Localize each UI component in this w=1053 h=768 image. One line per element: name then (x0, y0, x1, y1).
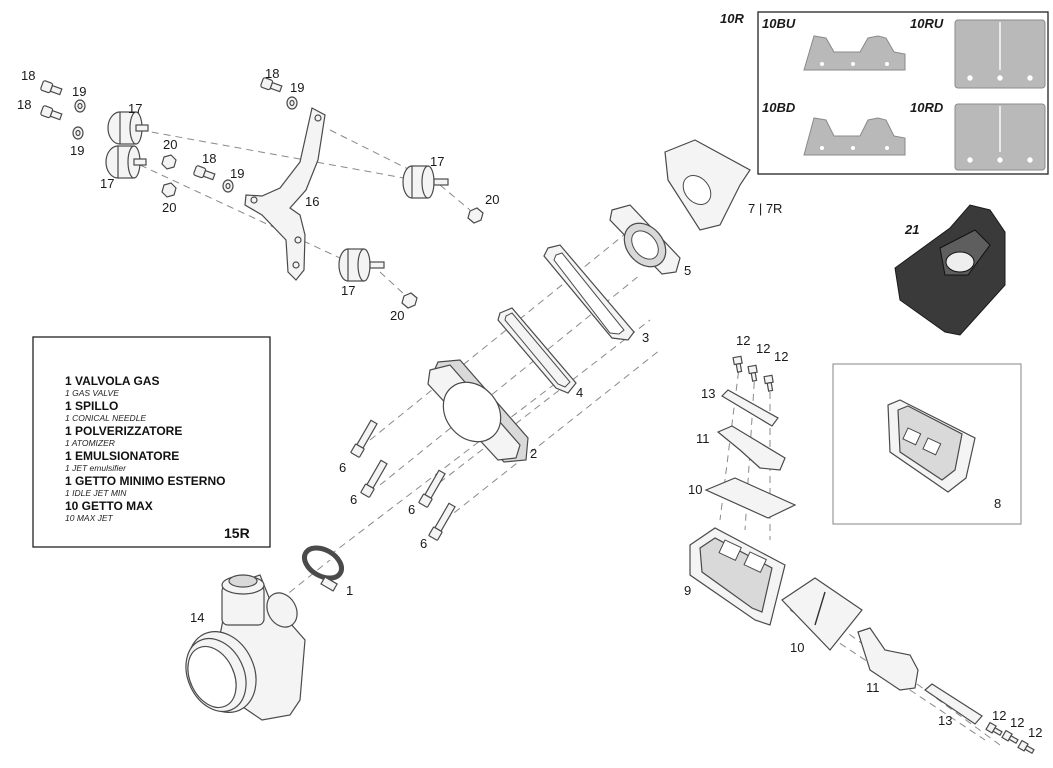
variant-10ru-details (967, 22, 1033, 81)
callout-21: 21 (904, 222, 919, 237)
callout-18: 18 (21, 68, 35, 83)
callout-20: 20 (162, 200, 176, 215)
legend-item-sub: 10 MAX JET (65, 513, 114, 523)
legend-item-main: 10 GETTO MAX (65, 499, 153, 513)
callout-13: 13 (701, 386, 715, 401)
legend-item-sub: 1 ATOMIZER (65, 438, 115, 448)
callout-17: 17 (341, 283, 355, 298)
callout-16: 16 (305, 194, 319, 209)
petal-stopper-11-top (716, 425, 786, 471)
callout-11: 11 (866, 680, 880, 695)
legend-item-main: 1 SPILLO (65, 399, 118, 413)
callout-6: 6 (408, 502, 415, 517)
petal-stopper-11-bottom (857, 627, 919, 691)
legend-item-main: 1 POLVERIZZATORE (65, 424, 182, 438)
reed-block-9 (689, 527, 786, 626)
callout-12: 12 (1028, 725, 1042, 740)
variant-10bd-holes (820, 146, 889, 150)
callout-7-7r: 7 | 7R (748, 201, 782, 216)
legend-item-main: 1 VALVOLA GAS (65, 374, 159, 388)
legend-item-sub: 1 CONICAL NEEDLE (65, 413, 146, 423)
callout-17: 17 (430, 154, 444, 169)
callout-19: 19 (70, 143, 84, 158)
callout-20: 20 (390, 308, 404, 323)
carburettor-14 (185, 574, 306, 721)
callout-18: 18 (17, 97, 31, 112)
gasket-4 (497, 307, 577, 394)
bracket-16 (244, 107, 326, 281)
legend-item-main: 1 EMULSIONATORE (65, 449, 179, 463)
variant-label-10rd: 10RD (910, 100, 944, 115)
callout-11: 11 (696, 431, 710, 446)
variants-box-label: 10R (720, 11, 744, 26)
variant-10bd-shape (803, 117, 906, 156)
callout-13: 13 (938, 713, 952, 728)
variant-10bu-holes (820, 62, 889, 66)
reed-block-8 (887, 399, 976, 493)
washer-19-group (72, 96, 298, 193)
callout-20: 20 (485, 192, 499, 207)
callout-20: 20 (163, 137, 177, 152)
callout-18: 18 (202, 151, 216, 166)
callout-12: 12 (1010, 715, 1024, 730)
variant-label-10ru: 10RU (910, 16, 944, 31)
intake-flange-2 (427, 359, 529, 463)
legend-item-sub: 1 JET emulsifier (65, 463, 127, 473)
callout-17: 17 (128, 101, 142, 116)
callout-2: 2 (530, 446, 537, 461)
callout-10: 10 (790, 640, 804, 655)
legend-item-sub: 1 GAS VALVE (65, 388, 119, 398)
callout-12: 12 (756, 341, 770, 356)
reed-cover-7 (664, 139, 751, 231)
callout-6: 6 (420, 536, 427, 551)
bolt-18-group (40, 77, 283, 181)
adapter-5 (609, 204, 681, 275)
legend-box (32, 336, 271, 548)
callout-labels: 18 18 19 19 17 17 20 20 18 19 18 19 16 1… (17, 66, 1042, 740)
variant-10rd-details (967, 106, 1033, 163)
callout-5: 5 (684, 263, 691, 278)
callout-19: 19 (72, 84, 86, 99)
rubber-mount-17-group (105, 111, 449, 282)
callout-12: 12 (992, 708, 1006, 723)
legend-item-sub: 1 IDLE JET MIN (65, 488, 127, 498)
stopper-plate-13-bottom (924, 683, 983, 725)
callout-19: 19 (230, 166, 244, 181)
legend-code: 15R (224, 525, 250, 541)
callout-12: 12 (736, 333, 750, 348)
variant-label-10bu: 10BU (762, 16, 796, 31)
reed-cover-21 (894, 204, 1006, 336)
screw-6-group (350, 419, 456, 541)
callout-17: 17 (100, 176, 114, 191)
callout-19: 19 (290, 80, 304, 95)
legend-lines: 1 VALVOLA GAS 1 GAS VALVE 1 SPILLO 1 CON… (65, 374, 225, 523)
callout-6: 6 (350, 492, 357, 507)
callout-8: 8 (994, 496, 1001, 511)
stopper-plate-13-top (721, 389, 779, 427)
callout-1: 1 (346, 583, 353, 598)
callout-9: 9 (684, 583, 691, 598)
callout-18: 18 (265, 66, 279, 81)
clamp-1 (302, 545, 344, 592)
reed-petal-10-bottom (781, 577, 863, 651)
callout-14: 14 (190, 610, 204, 625)
callout-6: 6 (339, 460, 346, 475)
callout-12: 12 (774, 349, 788, 364)
nut-20-group (161, 154, 484, 309)
reed-petal-10-top (704, 477, 797, 519)
screw-12-group (732, 355, 1035, 755)
legend-item-main: 1 GETTO MINIMO ESTERNO (65, 474, 225, 488)
callout-10: 10 (688, 482, 702, 497)
callout-3: 3 (642, 330, 649, 345)
callout-4: 4 (576, 385, 583, 400)
variant-label-10bd: 10BD (762, 100, 796, 115)
variant-10bu-shape (803, 35, 906, 71)
